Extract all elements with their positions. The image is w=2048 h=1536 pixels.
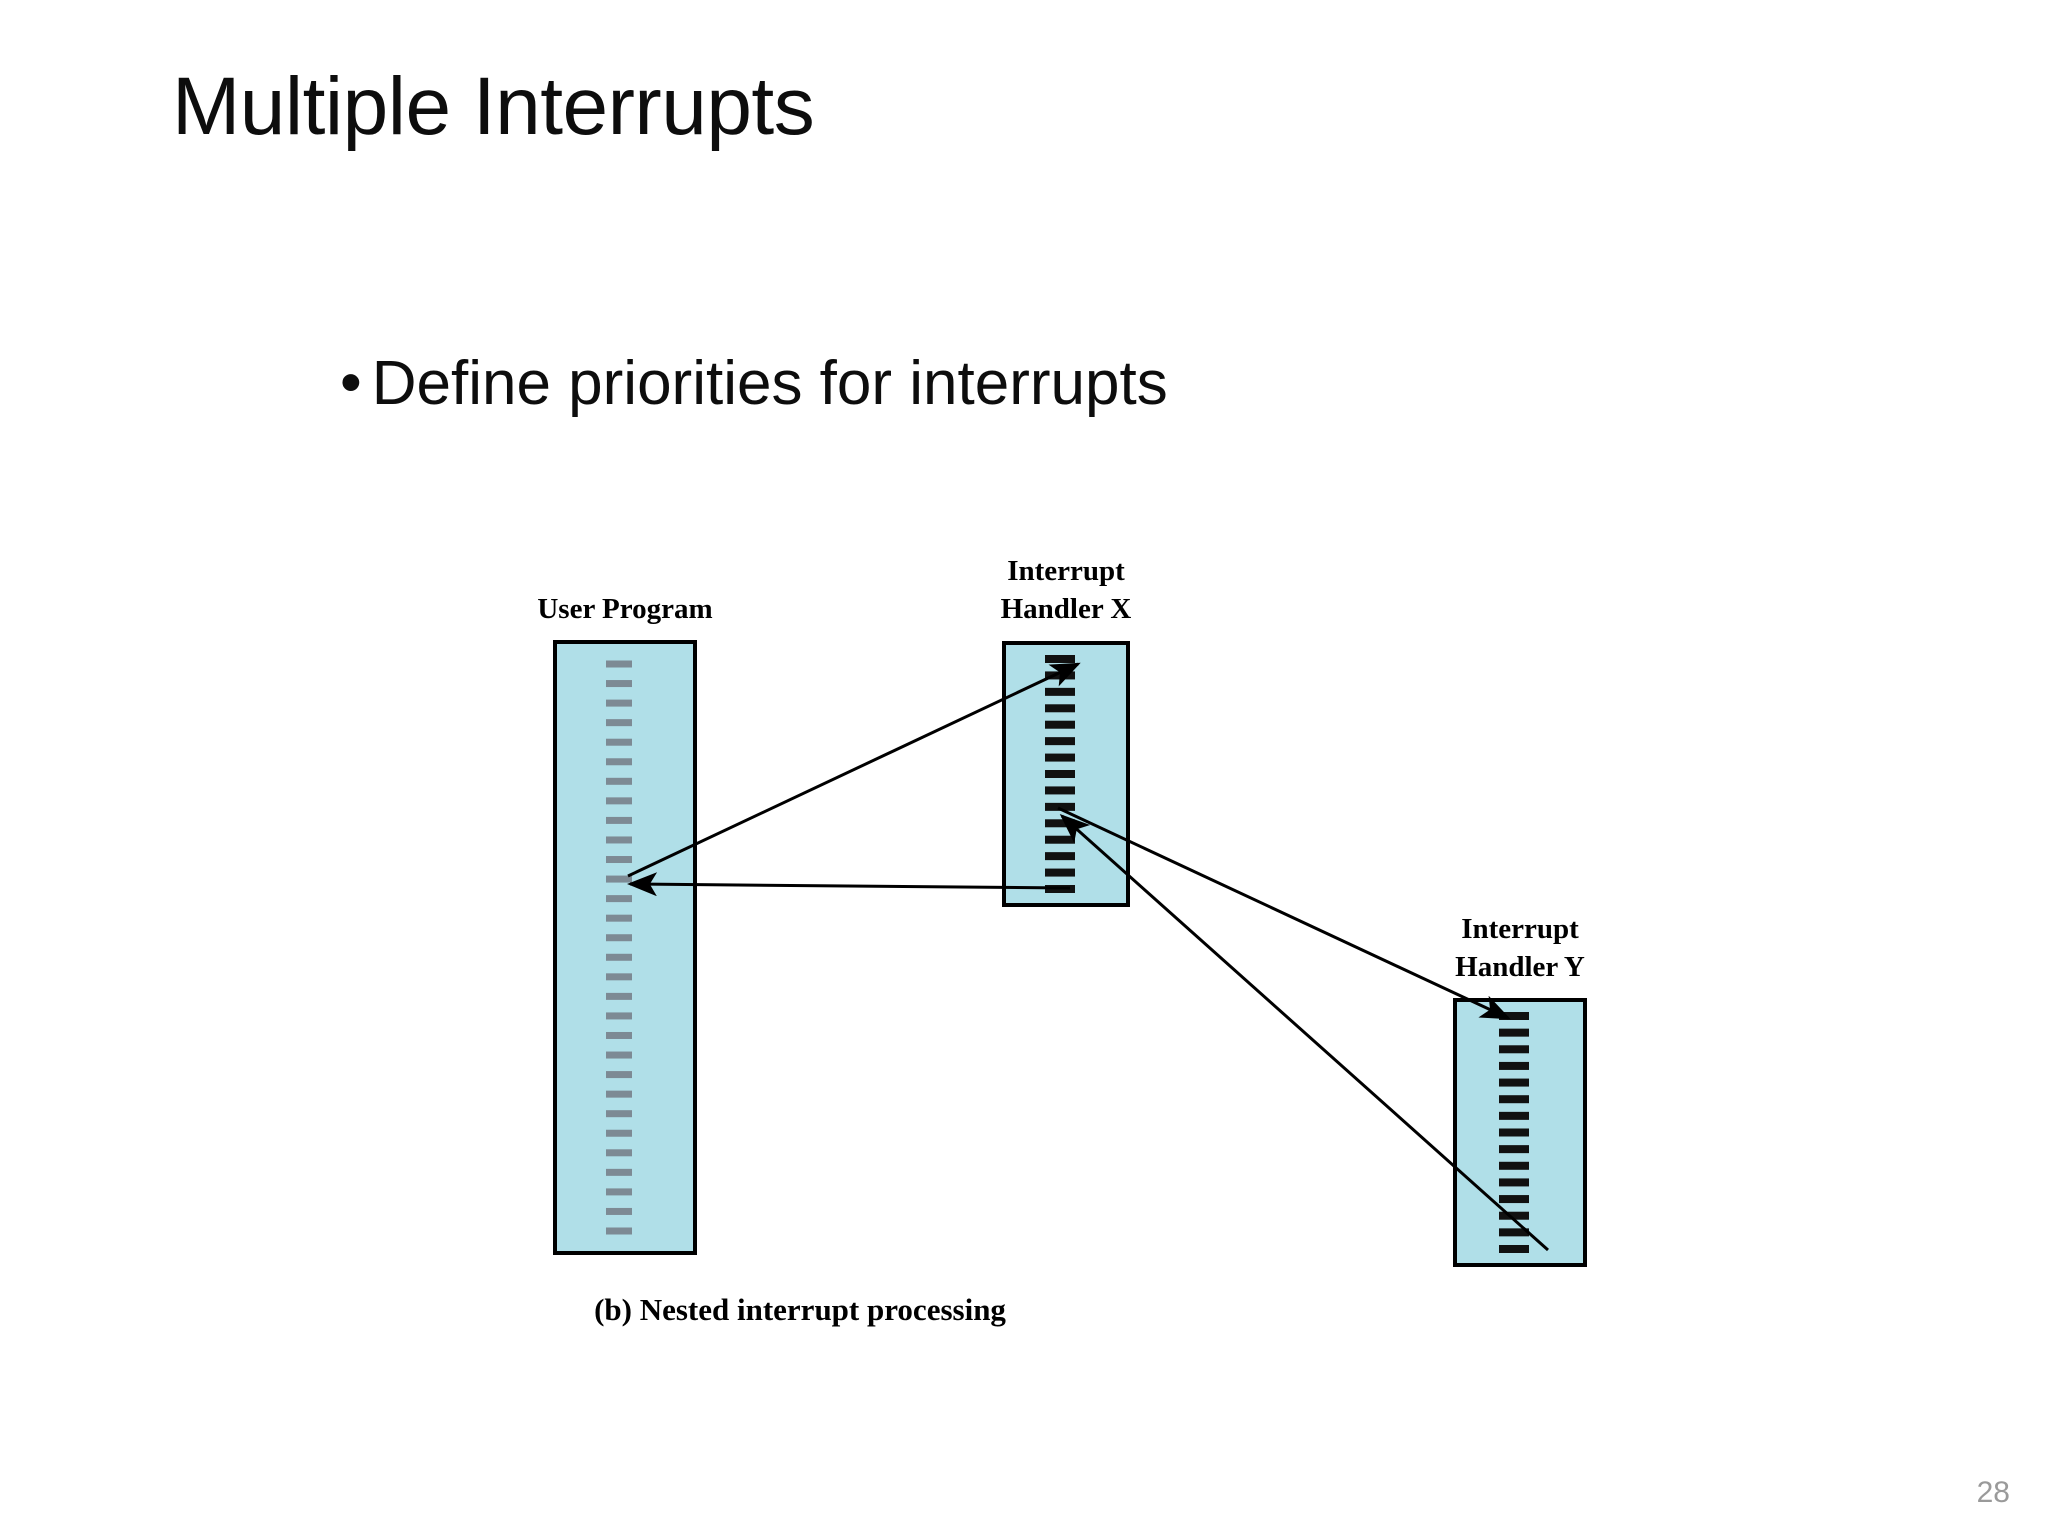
code-line	[606, 1090, 632, 1098]
code-line	[1499, 1128, 1529, 1137]
code-line	[606, 836, 632, 844]
bullet-list: • Define priorities for interrupts	[340, 348, 1740, 419]
interrupt-handler-x-label-line2: Handler X	[1001, 593, 1132, 625]
code-line	[1045, 835, 1075, 844]
arrow-handler-x-to-handler-y	[1057, 806, 1511, 1020]
code-line	[1499, 1178, 1529, 1187]
nested-interrupt-diagram: User Program Interrupt Handler X Interru…	[430, 540, 1720, 1340]
slide-page-number: 28	[1976, 1476, 2010, 1509]
code-line	[606, 1207, 632, 1215]
code-line	[606, 758, 632, 766]
code-line	[1045, 687, 1075, 696]
arrow-handler-y-to-handler-x	[1059, 814, 1549, 1252]
list-item: • Define priorities for interrupts	[340, 348, 1740, 419]
code-line	[606, 875, 632, 883]
code-line	[1045, 770, 1075, 778]
code-line	[1045, 704, 1075, 713]
code-line	[1499, 1095, 1529, 1104]
code-line	[1499, 1211, 1529, 1220]
code-line	[606, 1227, 632, 1235]
code-line	[606, 1149, 632, 1157]
code-line	[1045, 737, 1075, 746]
code-line	[606, 738, 632, 746]
user-program-label: User Program	[537, 593, 712, 625]
bullet-text: Define priorities for interrupts	[371, 349, 1168, 418]
code-line	[606, 816, 632, 824]
code-line	[1499, 1145, 1529, 1154]
code-line	[606, 953, 632, 961]
code-line	[1499, 1012, 1529, 1020]
diagram-code-lines	[606, 655, 1529, 1253]
code-line	[1499, 1028, 1529, 1037]
code-line	[606, 914, 632, 922]
code-line	[1045, 720, 1075, 729]
code-line	[1499, 1078, 1529, 1087]
code-line	[606, 973, 632, 981]
code-line	[1499, 1061, 1529, 1070]
code-line	[606, 1031, 632, 1039]
code-line	[606, 797, 632, 805]
code-line	[1045, 786, 1075, 795]
diagram-arrows	[627, 662, 1549, 1252]
code-line	[606, 934, 632, 942]
code-line	[606, 680, 632, 688]
code-line	[606, 1051, 632, 1059]
code-line	[606, 719, 632, 727]
code-line	[606, 1188, 632, 1196]
interrupt-handler-x-label-line1: Interrupt	[1007, 555, 1125, 587]
code-line	[1499, 1161, 1529, 1170]
interrupt-handler-y-label-line2: Handler Y	[1455, 951, 1585, 983]
code-line	[1499, 1045, 1529, 1054]
code-line	[606, 1071, 632, 1079]
code-line	[1499, 1245, 1529, 1253]
diagram-boxes	[553, 640, 1587, 1267]
box-user-program	[553, 640, 697, 1255]
page-title: Multiple Interrupts	[172, 61, 815, 152]
arrow-user-to-handler-x	[627, 662, 1081, 878]
code-line	[1045, 852, 1075, 861]
code-line	[1499, 1228, 1529, 1237]
code-line	[606, 1129, 632, 1137]
bullet-marker-icon: •	[340, 348, 362, 417]
code-line	[606, 1168, 632, 1176]
code-line	[606, 1012, 632, 1020]
code-line	[606, 856, 632, 864]
code-line	[606, 660, 632, 668]
code-line	[1045, 802, 1075, 811]
code-line	[606, 699, 632, 707]
figure-caption: (b) Nested interrupt processing	[594, 1292, 1006, 1327]
code-line	[606, 777, 632, 785]
interrupt-handler-y-label-line1: Interrupt	[1461, 913, 1579, 945]
code-line	[606, 1110, 632, 1118]
code-line	[1499, 1195, 1529, 1204]
code-line	[1045, 655, 1075, 663]
code-line	[1045, 753, 1075, 762]
code-line	[1499, 1111, 1529, 1120]
code-line	[606, 992, 632, 1000]
code-line	[606, 895, 632, 903]
arrow-handler-x-to-user	[627, 872, 1071, 897]
code-line	[1045, 868, 1075, 877]
